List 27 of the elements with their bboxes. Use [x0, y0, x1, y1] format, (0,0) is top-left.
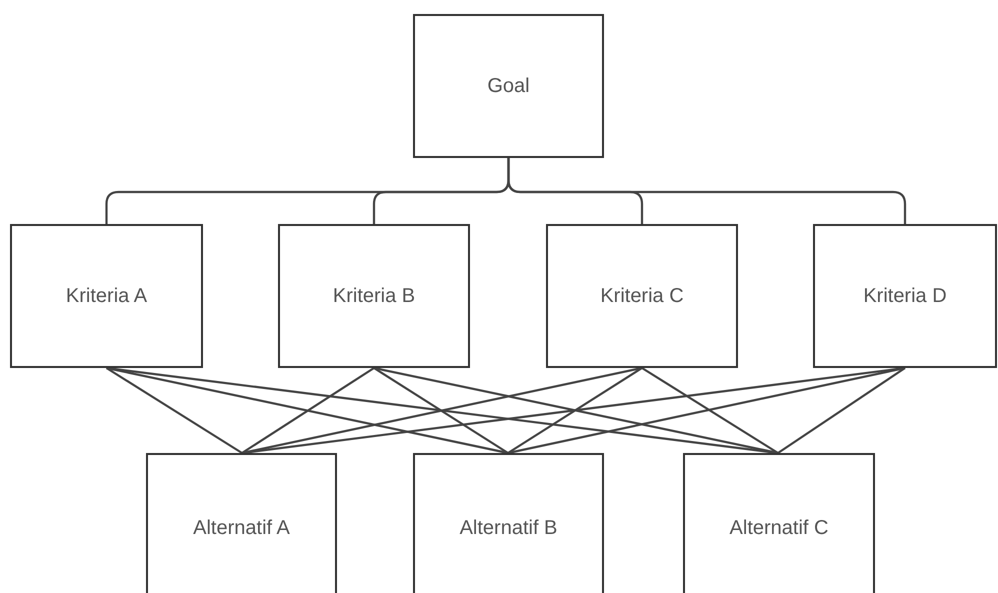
- goal-box: [413, 14, 604, 158]
- node-label: Goal: [487, 74, 530, 98]
- connector-line: [373, 367, 509, 454]
- connector-line: [777, 367, 906, 454]
- criteria-box: [10, 224, 203, 368]
- node-label: Kriteria A: [66, 284, 148, 308]
- connector-line: [106, 367, 243, 454]
- node-label: Alternatif A: [193, 516, 290, 540]
- connector-line: [641, 367, 779, 454]
- criteria-box: [813, 224, 997, 368]
- criteria-box: [278, 224, 470, 368]
- node-label: Alternatif C: [730, 516, 828, 540]
- connector-line: [241, 367, 375, 454]
- criteria-box: [546, 224, 738, 368]
- connector-line: [507, 367, 643, 454]
- alternative-box: [146, 453, 337, 593]
- connector-line: [106, 366, 508, 454]
- connector-line: [507, 158, 906, 224]
- node-label: Kriteria D: [863, 284, 947, 308]
- node-label: Alternatif B: [460, 516, 558, 540]
- node-label: Kriteria C: [600, 284, 684, 308]
- connector-line: [508, 366, 906, 454]
- connector-line: [242, 366, 642, 454]
- node-label: Kriteria B: [332, 284, 416, 308]
- alternative-box: [413, 453, 604, 593]
- alternative-box: [683, 453, 875, 593]
- connector-line: [374, 366, 778, 454]
